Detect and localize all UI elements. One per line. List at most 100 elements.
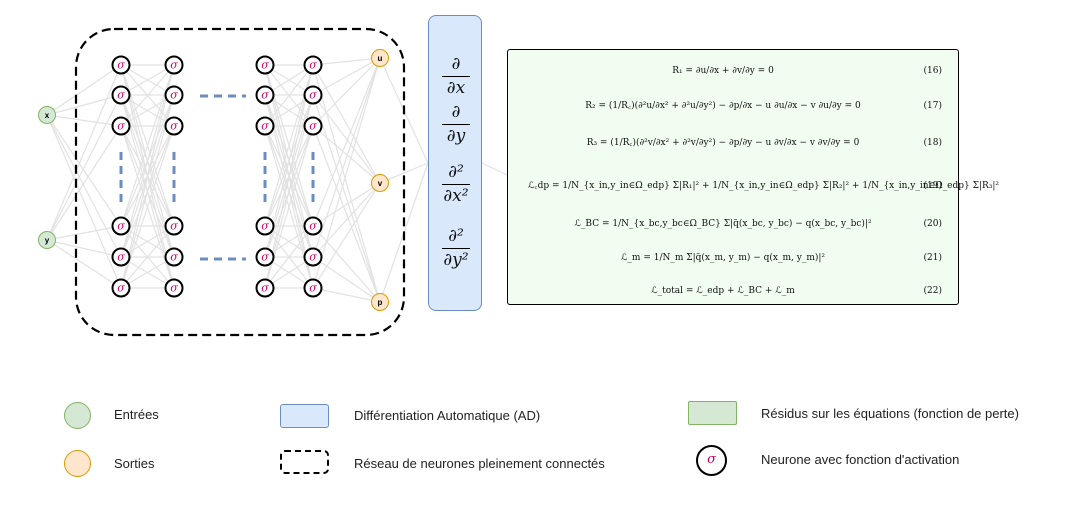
sigma-icon: σ — [261, 120, 269, 133]
equation-18: R₃ = (1/R꜀)(∂²v/∂x² + ∂²v/∂y²) − ∂p/∂y −… — [508, 132, 958, 154]
connection-edge — [312, 182, 381, 258]
neuron: σ — [164, 247, 184, 267]
connection-edge — [312, 125, 381, 184]
sigma-icon: σ — [309, 251, 317, 264]
equation-21: ℒ_m = 1/N_m Σ|q̃(x_m, y_m) − q(x_m, y_m)… — [508, 247, 958, 269]
operator-denominator: ∂x² — [443, 186, 469, 206]
network-edges — [46, 57, 508, 303]
equation-17: R₂ = (1/R꜀)(∂²u/∂x² + ∂²u/∂y²) − ∂p/∂x −… — [508, 95, 958, 117]
connection-edge — [312, 57, 381, 96]
legend-neuron-swatch: σ — [696, 445, 727, 476]
equation-expression: R₃ = (1/R꜀)(∂²v/∂x² + ∂²v/∂y²) − ∂p/∂y −… — [586, 138, 860, 148]
equation-number: (17) — [923, 101, 942, 111]
connection-edge — [120, 64, 175, 127]
neuron: σ — [164, 278, 184, 298]
output-node-v: v — [371, 174, 389, 192]
connection-edge — [312, 182, 381, 227]
neuron: σ — [255, 55, 275, 75]
output-node-p: p — [371, 293, 389, 311]
connection-edge — [312, 57, 381, 127]
sigma-icon: σ — [170, 251, 178, 264]
neuron: σ — [164, 85, 184, 105]
sigma-icon: σ — [170, 89, 178, 102]
connection-edge — [46, 239, 122, 258]
connection-edge — [120, 64, 175, 96]
neuron: σ — [303, 55, 323, 75]
equation-expression: ℒ꜀dp = 1/N_{x_in,y_in∈Ω_edp} Σ|R₁|² + 1/… — [528, 181, 1000, 191]
equation-number: (16) — [923, 66, 942, 76]
connection-edge — [312, 57, 381, 66]
equation-20: ℒ_BC = 1/N_{x_bc,y_bc∈Ω_BC} Σ|q̃(x_bc, y… — [508, 213, 958, 235]
neuron: σ — [255, 216, 275, 236]
legend-neuron-label: Neurone avec fonction d'activation — [761, 452, 960, 467]
connection-edge — [264, 256, 314, 289]
operator-denominator: ∂x — [446, 78, 466, 98]
sigma-icon: σ — [117, 59, 125, 72]
neuron: σ — [303, 216, 323, 236]
neuron: σ — [303, 116, 323, 136]
sigma-icon: σ — [309, 282, 317, 295]
sigma-icon: σ — [309, 120, 317, 133]
neuron: σ — [111, 278, 131, 298]
sigma-icon: σ — [309, 59, 317, 72]
connection-edge — [120, 225, 175, 289]
sigma-icon: σ — [170, 59, 178, 72]
connection-edge — [46, 225, 122, 241]
output-label: p — [378, 298, 383, 307]
input-label: x — [45, 111, 50, 120]
connection-edge — [46, 64, 122, 116]
neuron: σ — [164, 55, 184, 75]
connection-edge — [46, 94, 122, 241]
connection-edge — [46, 114, 122, 227]
neuron: σ — [255, 278, 275, 298]
partial-y-operator: ∂ ∂y — [429, 104, 483, 145]
equation-number: (20) — [923, 219, 942, 229]
sigma-icon: σ — [117, 89, 125, 102]
operator-denominator: ∂y — [446, 126, 466, 146]
connection-edge — [120, 64, 175, 289]
ellipsis-dashes — [119, 94, 315, 261]
output-label: v — [378, 179, 383, 188]
connection-edge — [312, 57, 381, 227]
sigma-icon: σ — [117, 282, 125, 295]
equation-16: R₁ = ∂u/∂x + ∂v/∂y = 0 (16) — [508, 60, 958, 82]
equation-expression: ℒ_total = ℒ_edp + ℒ_BC + ℒ_m — [651, 286, 795, 296]
equation-expression: R₁ = ∂u/∂x + ∂v/∂y = 0 — [672, 66, 774, 76]
output-label: u — [378, 54, 383, 63]
equation-22: ℒ_total = ℒ_edp + ℒ_BC + ℒ_m (22) — [508, 280, 958, 302]
connection-edge — [312, 64, 381, 303]
output-node-u: u — [371, 49, 389, 67]
neuron: σ — [255, 85, 275, 105]
connection-edge — [312, 64, 381, 184]
neuron: σ — [255, 247, 275, 267]
connection-edge — [264, 225, 314, 289]
legend-ad-swatch — [280, 404, 329, 428]
second-partial-y-operator: ∂² ∂y² — [429, 228, 483, 269]
connection-edge — [264, 64, 314, 289]
neuron: σ — [255, 116, 275, 136]
input-label: y — [45, 236, 50, 245]
sigma-icon: σ — [261, 251, 269, 264]
legend-network-swatch — [280, 450, 329, 474]
residual-equations-panel: R₁ = ∂u/∂x + ∂v/∂y = 0 (16) R₂ = (1/R꜀)(… — [507, 49, 1000, 305]
sigma-icon: σ — [261, 282, 269, 295]
equation-number: (22) — [923, 286, 942, 296]
operator-numerator: ∂ — [451, 54, 461, 74]
sigma-icon: σ — [261, 220, 269, 233]
legend-residual-swatch — [688, 401, 737, 425]
sigma-icon: σ — [170, 282, 178, 295]
operator-numerator: ∂² — [448, 226, 464, 246]
sigma-icon: σ — [117, 120, 125, 133]
connection-edge — [46, 114, 122, 127]
operator-denominator: ∂y² — [443, 250, 469, 270]
sigma-icon: σ — [309, 89, 317, 102]
connection-edge — [46, 125, 122, 241]
sigma-icon: σ — [707, 452, 716, 467]
input-node-y: y — [38, 231, 56, 249]
connection-edge — [312, 182, 381, 289]
neuron: σ — [164, 116, 184, 136]
equation-number: (19) — [923, 181, 942, 191]
sigma-icon: σ — [117, 220, 125, 233]
input-node-x: x — [38, 106, 56, 124]
